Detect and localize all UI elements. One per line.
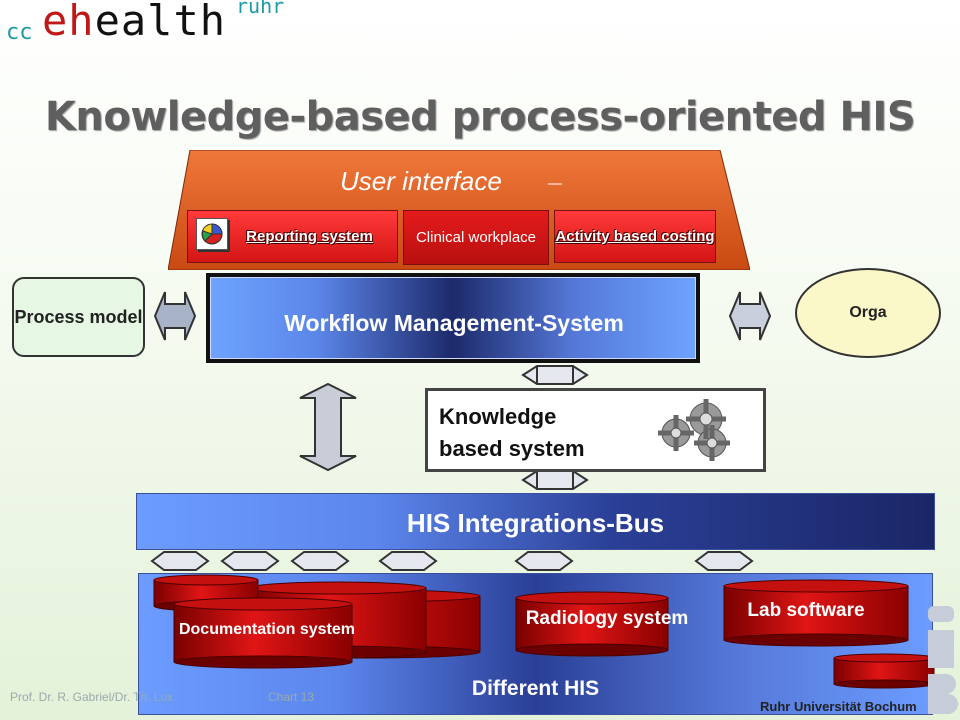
documentation-system-label[interactable]: Documentation system <box>178 621 356 638</box>
double-arrow-icon <box>521 365 589 385</box>
radiology-system-label[interactable]: Radiology system <box>525 608 689 629</box>
knowledge-based-system[interactable]: Knowledge based system <box>425 388 766 472</box>
orga-ellipse[interactable]: Orga <box>795 268 941 358</box>
gears-icon <box>658 399 730 461</box>
double-arrow-icon <box>729 291 771 341</box>
knowledge-line1: Knowledge <box>439 404 557 429</box>
double-arrow-icon <box>299 382 357 472</box>
activity-based-costing-box[interactable]: Activity based costing <box>554 210 716 263</box>
ehealth-logo: cc ehealth ruhr <box>6 0 306 52</box>
user-interface-label: User interface <box>340 166 502 196</box>
slide-title: Knowledge-based process-oriented HIS <box>44 94 916 140</box>
logo-ruhr: ruhr <box>236 0 285 18</box>
logo-cc: cc <box>6 20 33 45</box>
pie-chart-icon <box>196 218 228 250</box>
footer-university: Ruhr Universität Bochum <box>760 699 917 714</box>
footer-chart-number: Chart 13 <box>268 690 315 704</box>
workflow-label: Workflow Management-System <box>284 310 624 336</box>
workflow-management-system[interactable]: Workflow Management-System <box>206 273 700 363</box>
clinical-workplace-box[interactable]: Clinical workplace <box>403 210 549 265</box>
his-databases <box>153 574 935 689</box>
double-arrow-icon <box>154 291 196 341</box>
lab-software-label[interactable]: Lab software <box>747 600 865 621</box>
logo-ehealth: ehealth <box>42 0 227 45</box>
his-integration-bus[interactable]: HIS Integrations-Bus <box>136 493 935 550</box>
double-arrow-icon <box>521 470 589 490</box>
bus-label: HIS Integrations-Bus <box>406 508 665 538</box>
process-model-box[interactable]: Process model <box>12 277 145 357</box>
knowledge-line2: based system <box>439 436 585 461</box>
different-his-label: Different HIS <box>471 677 600 700</box>
rub-logo <box>928 606 958 714</box>
bus-connector-arrows <box>150 551 754 571</box>
footer-author: Prof. Dr. R. Gabriel/Dr. Th. Lux <box>10 690 174 704</box>
